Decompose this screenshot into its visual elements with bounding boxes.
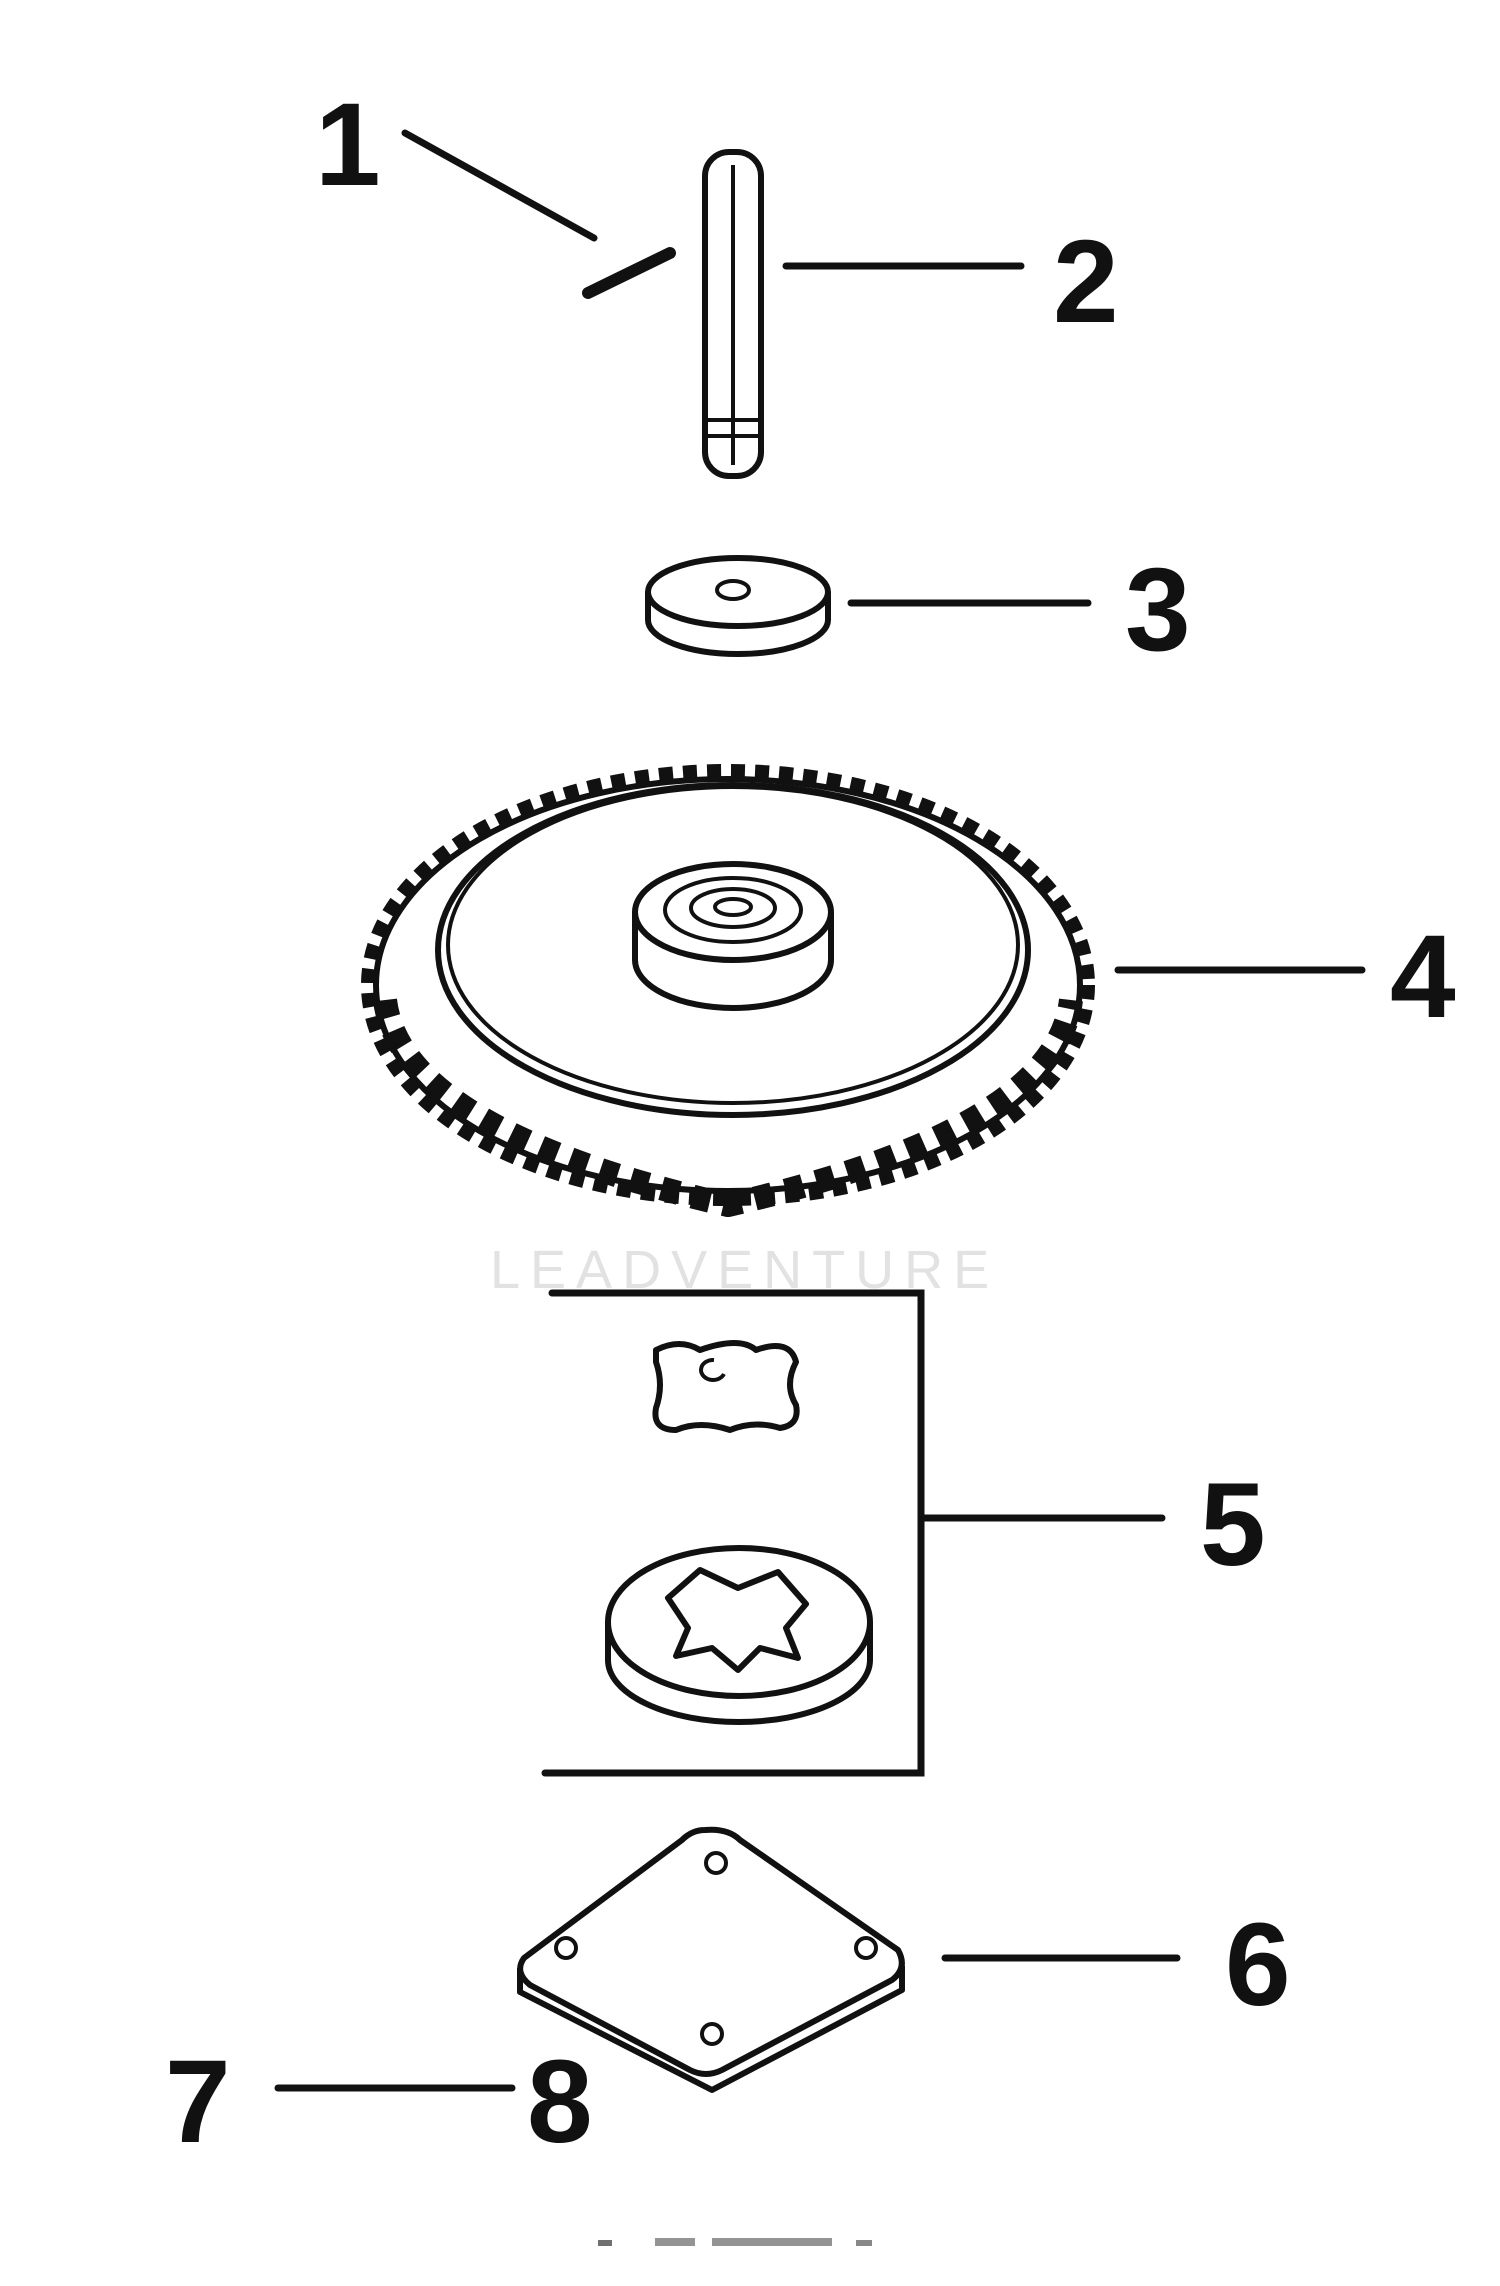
part-2-shaft xyxy=(702,149,764,479)
part-3-washer xyxy=(645,555,831,657)
callout-4: 4 xyxy=(1390,911,1456,1043)
part-1-pin xyxy=(582,247,676,299)
part-5-outer-rotor xyxy=(605,1545,873,1725)
part-5-inner-rotor xyxy=(652,1340,800,1433)
part-4-gear xyxy=(361,764,1095,1217)
callout-8: 8 xyxy=(527,2036,593,2168)
leader-line-1 xyxy=(401,129,598,242)
callout-1: 1 xyxy=(315,79,381,211)
part-5-bracket xyxy=(541,1289,925,1777)
callout-2: 2 xyxy=(1053,216,1119,348)
callout-6: 6 xyxy=(1225,1899,1291,2031)
callout-3: 3 xyxy=(1125,544,1191,676)
footer-mark xyxy=(598,2238,872,2246)
part-6-cover-plate xyxy=(517,1826,905,2093)
callout-7: 7 xyxy=(165,2036,231,2168)
callout-5: 5 xyxy=(1200,1459,1266,1591)
